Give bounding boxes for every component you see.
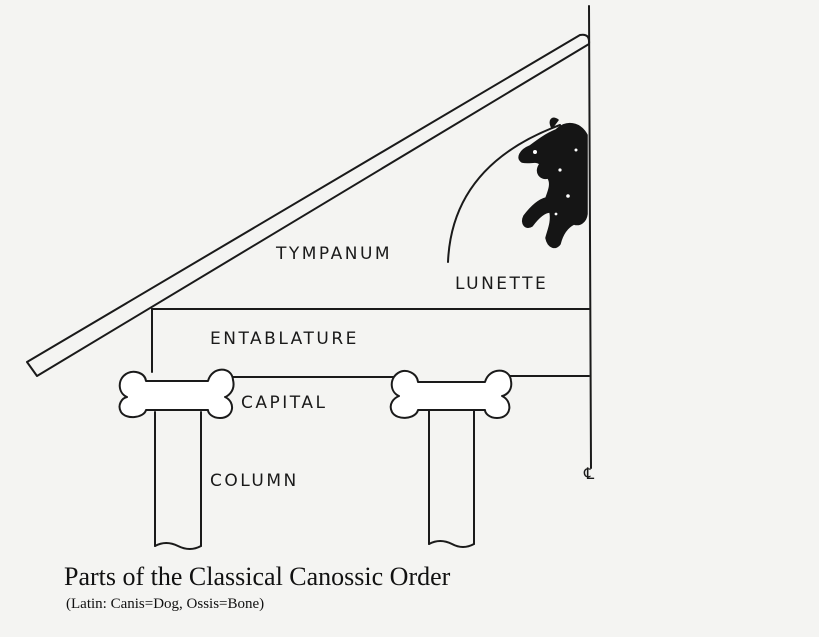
lunette-arc <box>447 124 561 263</box>
left-column-break <box>154 542 202 550</box>
dog-figure <box>518 117 588 249</box>
label-lunette: LUNETTE <box>455 274 549 294</box>
right-column-shaft <box>428 408 475 545</box>
raking-cornice <box>26 33 591 377</box>
right-column-break <box>428 540 475 548</box>
caption-title: Parts of the Classical Canossic Order <box>64 562 451 591</box>
label-capital: CAPITAL <box>241 393 328 413</box>
caption-subtitle: (Latin: Canis=Dog, Ossis=Bone) <box>66 596 265 612</box>
label-column: COLUMN <box>210 471 299 491</box>
label-entablature: ENTABLATURE <box>210 329 359 349</box>
label-tympanum: TYMPANUM <box>276 244 393 264</box>
dog-highlights <box>533 148 578 216</box>
left-bone-capital <box>118 368 235 419</box>
left-column-shaft <box>154 411 202 547</box>
centerline <box>588 5 592 469</box>
label-centerline: ℄ <box>584 464 595 483</box>
right-bone-capital <box>389 369 513 419</box>
